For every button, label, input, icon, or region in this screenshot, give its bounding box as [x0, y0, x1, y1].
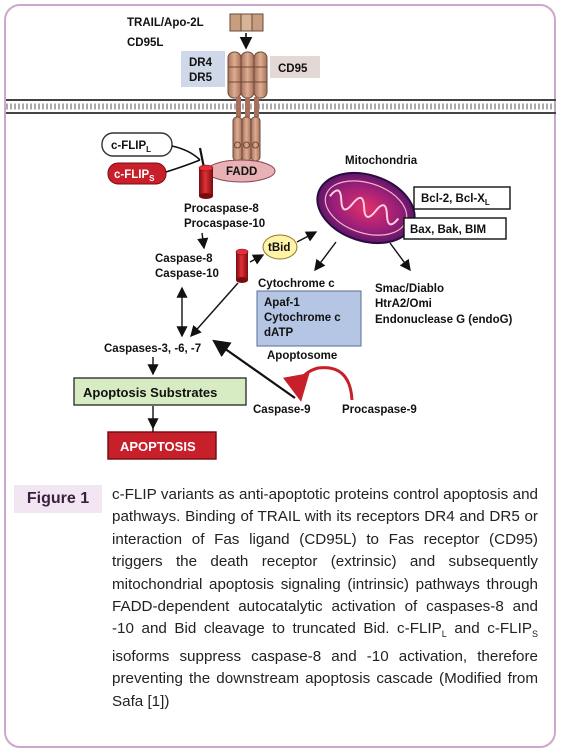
cflip-l-label: c-FLIPL — [111, 140, 151, 154]
cd95-label-box — [270, 56, 320, 78]
caption-part-1: c-FLIP variants as anti-apoptotic protei… — [112, 486, 538, 638]
bid-cleavage-arrow — [249, 254, 265, 265]
dr4-label: DR4 — [189, 57, 213, 69]
caspase8-cylinder — [235, 248, 249, 283]
bcl2-box — [413, 186, 511, 210]
procaspase10-label: Procaspase-10 — [184, 218, 265, 230]
caspase8-label: Caspase-8 — [155, 253, 213, 265]
apoptosis-substrates-label: Apoptosis Substrates — [83, 385, 217, 400]
caspases-3-6-7-label: Caspases-3, -6, -7 — [104, 343, 201, 355]
ligand-trail-label: TRAIL/Apo-2L — [127, 17, 204, 29]
procaspase8-label: Procaspase-8 — [184, 203, 259, 215]
bcl2-label: Bcl-2, Bcl-XL — [421, 193, 490, 207]
cflip-s-pill — [107, 162, 167, 185]
apoptosome-label: Apoptosome — [267, 350, 337, 362]
bax-box — [403, 217, 507, 240]
apoptosome-box — [256, 290, 362, 347]
tbid-to-mito-arrow — [296, 231, 318, 243]
figure-label: Figure 1 — [14, 485, 102, 513]
htra2-label: HtrA2/Omi — [375, 298, 432, 310]
apoptosis-label: APOPTOSIS — [120, 439, 196, 454]
cflip-l-pill — [101, 132, 173, 157]
cell-membrane — [6, 99, 556, 114]
death-receptor-extracellular — [227, 51, 268, 99]
cd95-label: CD95 — [278, 63, 308, 75]
caspase8-direct-arrow — [190, 282, 239, 338]
caption-part-3: isoforms suppress caspase-8 and -10 acti… — [112, 647, 538, 710]
apoptosis-pathway-diagram: TRAIL/Apo-2L CD95L DR4 DR5 CD95 FADD c-F… — [6, 13, 556, 460]
cytochrome-release-arrow — [314, 241, 337, 272]
procaspase-activation-arrow — [197, 232, 209, 250]
cflip-s-label: c-FLIPS — [114, 169, 155, 183]
apoptosis-substrates-box — [73, 377, 247, 406]
mitochondrion — [316, 172, 416, 244]
smac-label: Smac/Diablo — [375, 283, 444, 295]
cflip-inhibition-bar — [165, 145, 206, 173]
endog-label: Endonuclease G (endoG) — [375, 314, 513, 326]
dr5-label: DR5 — [189, 72, 213, 84]
smac-release-arrow — [389, 242, 411, 272]
bax-label: Bax, Bak, BIM — [410, 224, 486, 236]
caspase9-to-effector-arrow — [212, 339, 296, 399]
figure-caption: c-FLIP variants as anti-apoptotic protei… — [112, 484, 538, 713]
procaspase9-activation-arrow — [282, 366, 354, 402]
ligand-cd95l-label: CD95L — [127, 37, 163, 49]
caption-part-2: and c-FLIP — [446, 620, 532, 638]
apoptosis-box — [107, 431, 217, 460]
datp-label: dATP — [264, 327, 294, 339]
dr-label-box — [181, 51, 225, 87]
caspase9-label: Caspase-9 — [253, 404, 311, 416]
cytochrome-c-label: Cytochrome c — [258, 278, 335, 290]
procaspase9-label: Procaspase-9 — [342, 404, 417, 416]
figure-frame — [4, 4, 556, 748]
tbid-ellipse — [262, 234, 298, 260]
fadd-label: FADD — [226, 166, 257, 178]
death-receptor-intracellular — [232, 97, 261, 162]
mitochondria-label: Mitochondria — [345, 155, 418, 167]
tbid-label: tBid — [268, 242, 290, 254]
caption-sub-l: L — [441, 629, 447, 640]
caption-sub-s: S — [531, 629, 538, 640]
ligand-trimer — [229, 13, 264, 32]
apoptosome-cytc-label: Cytochrome c — [264, 312, 341, 324]
apaf1-label: Apaf-1 — [264, 297, 300, 309]
caspase10-label: Caspase-10 — [155, 268, 219, 280]
procaspase-cylinder — [198, 164, 214, 199]
